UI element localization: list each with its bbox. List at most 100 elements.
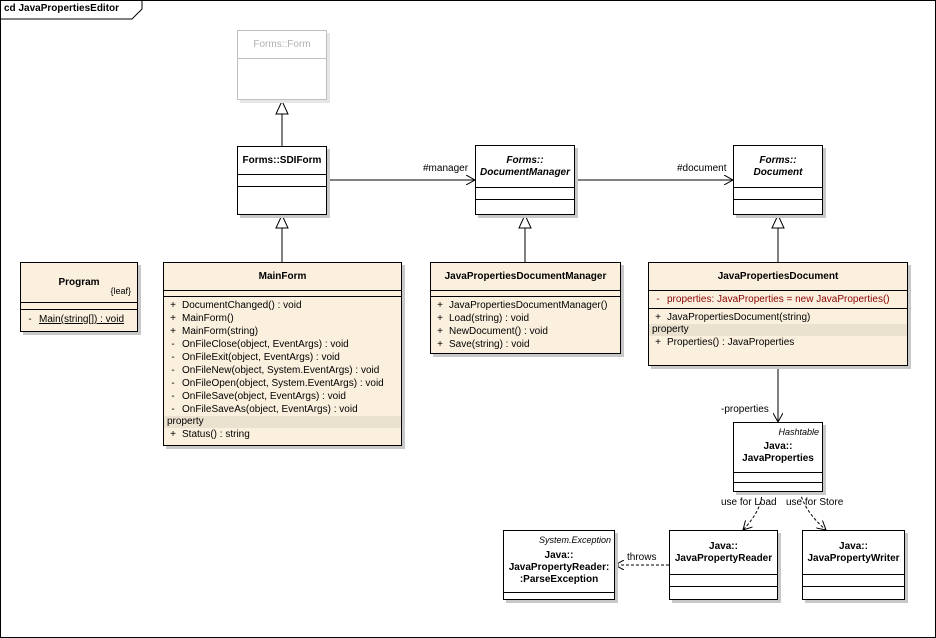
class-javapropertywriter[interactable]: Java:: JavaPropertyWriter xyxy=(802,530,905,600)
class-parseexception-stereotype: System.Exception xyxy=(538,535,611,545)
generalization-sdiform-form xyxy=(275,99,289,146)
operation-signature: Save(string) : void xyxy=(449,339,530,350)
property-section-label: property xyxy=(164,416,401,428)
class-sdiform[interactable]: Forms::SDIForm xyxy=(237,146,327,215)
class-parseexception-name-line2: JavaPropertyReader: xyxy=(508,561,610,573)
label-properties-role: -properties xyxy=(721,404,769,415)
operation-row[interactable]: + JavaPropertiesDocument(string) xyxy=(649,311,907,324)
operation-visibility: - xyxy=(171,378,175,389)
operation-signature: OnFileNew(object, System.EventArgs) : vo… xyxy=(182,365,380,376)
class-reader-name-line1: Java:: xyxy=(709,540,738,552)
class-jpd-header: JavaPropertiesDocument xyxy=(649,263,907,291)
class-documentmanager-name-line1: Forms:: xyxy=(506,154,544,166)
operation-row[interactable]: +MainForm() xyxy=(164,312,401,325)
class-documentmanager-name-line2: DocumentManager xyxy=(479,166,570,178)
operation-row[interactable]: +NewDocument() : void xyxy=(431,325,620,338)
operation-row[interactable]: -OnFileNew(object, System.EventArgs) : v… xyxy=(164,364,401,377)
operation-visibility: - xyxy=(171,365,175,376)
class-javapropertiesdocumentmanager[interactable]: JavaPropertiesDocumentManager +JavaPrope… xyxy=(430,262,621,354)
operation-row[interactable]: -OnFileSaveAs(object, EventArgs) : void xyxy=(164,403,401,416)
property-row[interactable]: +Properties() : JavaProperties xyxy=(649,336,907,349)
operation-row[interactable]: +DocumentChanged() : void xyxy=(164,299,401,312)
class-document-attributes xyxy=(734,188,822,200)
operation-row[interactable]: -OnFileOpen(object, System.EventArgs) : … xyxy=(164,377,401,390)
operation-row[interactable]: -OnFileExit(object, EventArgs) : void xyxy=(164,351,401,364)
attribute-visibility: - xyxy=(656,294,660,305)
class-jpd-attributes: -properties: JavaProperties = new JavaPr… xyxy=(649,291,907,309)
class-program-operations: - Main(string[]) : void xyxy=(21,310,137,328)
attribute-signature: properties: JavaProperties = new JavaPro… xyxy=(667,294,890,305)
generalization-jpdm-docmanager xyxy=(518,213,532,262)
operation-row[interactable]: + Load(string) : void xyxy=(431,312,620,325)
operation-row[interactable]: -OnFileClose(object, EventArgs) : void xyxy=(164,338,401,351)
label-manager-role: #manager xyxy=(423,163,469,174)
class-jpdm-operations: +JavaPropertiesDocumentManager() + Load(s… xyxy=(431,297,620,353)
class-writer-header: Java:: JavaPropertyWriter xyxy=(803,531,904,575)
class-javaproperties-name-line1: Java:: xyxy=(763,440,793,452)
operation-visibility: + xyxy=(437,339,443,350)
operation-visibility: - xyxy=(171,339,175,350)
operation-visibility: + xyxy=(437,313,443,324)
label-throws: throws xyxy=(627,552,657,563)
class-javapropertyreader[interactable]: Java:: JavaPropertyReader xyxy=(669,530,778,600)
class-mainform[interactable]: MainForm +DocumentChanged() : void +Main… xyxy=(163,262,402,446)
operation-row[interactable]: + Save(string) : void xyxy=(431,338,620,351)
class-forms-form-name: Forms::Form xyxy=(253,38,311,50)
class-document[interactable]: Forms:: Document xyxy=(733,145,823,215)
operation-visibility: - xyxy=(28,314,32,325)
operation-signature: JavaPropertiesDocument(string) xyxy=(667,312,811,323)
class-document-name-line2: Document xyxy=(753,166,803,178)
operation-visibility: - xyxy=(171,391,175,402)
operation-signature: OnFileOpen(object, System.EventArgs) : v… xyxy=(182,378,384,389)
class-mainform-name: MainForm xyxy=(258,270,307,282)
operation-row[interactable]: +JavaPropertiesDocumentManager() xyxy=(431,299,620,312)
class-program-name: Program xyxy=(58,276,100,288)
class-parseexception-name-line1: Java:: xyxy=(544,549,574,561)
operation-signature: OnFileSave(object, EventArgs) : void xyxy=(182,391,346,402)
class-parseexception-header: System.Exception Java:: JavaPropertyRead… xyxy=(504,531,614,593)
class-javaproperties-stereotype: Hashtable xyxy=(778,427,819,437)
generalization-jpd-document xyxy=(771,213,785,262)
property-section-label: property xyxy=(649,324,907,336)
label-use-for-store: use for Store xyxy=(786,497,844,508)
operation-visibility: + xyxy=(655,312,661,323)
class-document-header: Forms:: Document xyxy=(734,146,822,188)
class-forms-form[interactable]: Forms::Form xyxy=(237,30,327,100)
class-parseexception[interactable]: System.Exception Java:: JavaPropertyRead… xyxy=(503,530,615,600)
class-reader-header: Java:: JavaPropertyReader xyxy=(670,531,777,575)
operation-visibility: + xyxy=(170,300,176,311)
class-javaproperties-name-line2: JavaProperties xyxy=(742,452,814,464)
operation-signature: Main(string[]) : void xyxy=(39,314,125,325)
operation-row[interactable]: - Main(string[]) : void xyxy=(21,313,137,326)
class-javaproperties-attributes xyxy=(734,473,822,483)
operation-visibility: - xyxy=(171,352,175,363)
class-sdiform-name: Forms::SDIForm xyxy=(242,154,322,166)
class-forms-form-header: Forms::Form xyxy=(238,31,326,59)
operation-signature: Load(string) : void xyxy=(449,313,530,324)
operation-visibility: - xyxy=(171,404,175,415)
attribute-row[interactable]: -properties: JavaProperties = new JavaPr… xyxy=(649,293,907,306)
class-document-name-line1: Forms:: xyxy=(759,154,797,166)
class-writer-name-line1: Java:: xyxy=(839,540,868,552)
operation-row[interactable]: -OnFileSave(object, EventArgs) : void xyxy=(164,390,401,403)
class-program[interactable]: Program {leaf} - Main(string[]) : void xyxy=(20,262,138,332)
class-jpd-name: JavaPropertiesDocument xyxy=(717,270,839,282)
class-javaproperties[interactable]: Hashtable Java:: JavaProperties xyxy=(733,422,823,492)
operation-visibility: + xyxy=(170,313,176,324)
class-javapropertiesdocument[interactable]: JavaPropertiesDocument -properties: Java… xyxy=(648,262,908,366)
frame-tab-shape xyxy=(1,1,143,20)
class-jpd-operations: + JavaPropertiesDocument(string) property… xyxy=(649,309,907,351)
class-writer-attributes xyxy=(803,575,904,587)
label-document-role: #document xyxy=(677,163,727,174)
class-mainform-header: MainForm xyxy=(164,263,401,291)
class-program-header: Program {leaf} xyxy=(21,263,137,303)
property-row[interactable]: +Status() : string xyxy=(164,428,401,441)
class-documentmanager-header: Forms:: DocumentManager xyxy=(476,146,574,188)
class-sdiform-attributes xyxy=(238,175,326,187)
property-signature: Properties() : JavaProperties xyxy=(667,337,795,348)
operation-visibility: + xyxy=(437,326,443,337)
class-writer-name-line2: JavaPropertyWriter xyxy=(807,552,900,564)
class-documentmanager[interactable]: Forms:: DocumentManager xyxy=(475,145,575,215)
operation-signature: MainForm(string) xyxy=(182,326,259,337)
operation-row[interactable]: +MainForm(string) xyxy=(164,325,401,338)
